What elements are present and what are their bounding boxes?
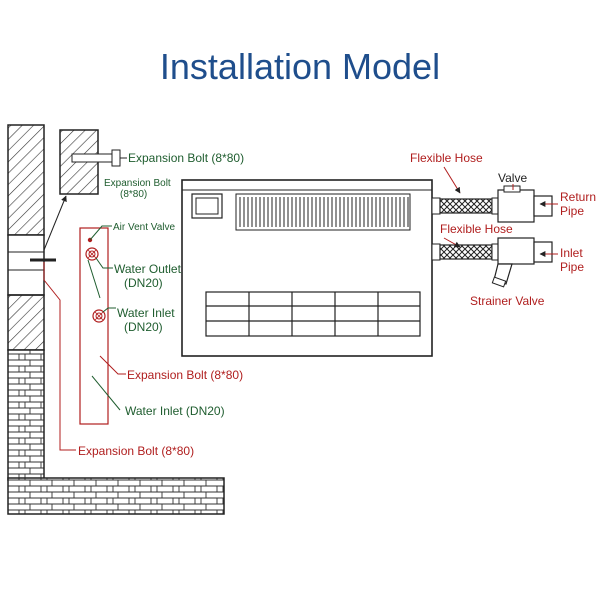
top-vent-slots bbox=[239, 197, 409, 227]
label-water-inlet-bottom: Water Inlet (DN20) bbox=[125, 404, 225, 418]
label-water-outlet-size: (DN20) bbox=[124, 276, 163, 290]
water-inlet-fitting bbox=[92, 309, 106, 323]
label-inlet-pipe: Inlet bbox=[560, 246, 583, 260]
label-expansion-bolt-small-size: (8*80) bbox=[120, 189, 147, 200]
bolt-detail bbox=[59, 129, 127, 195]
label-valve: Valve bbox=[498, 171, 527, 185]
pipe-bracket bbox=[79, 227, 109, 425]
label-expansion-bolt-mid: Expansion Bolt (8*80) bbox=[127, 368, 243, 382]
label-return-pipe-2: Pipe bbox=[560, 204, 584, 218]
fan-coil-unit bbox=[181, 179, 433, 357]
label-water-outlet: Water Outlet bbox=[114, 262, 182, 276]
label-flexible-hose-top: Flexible Hose bbox=[410, 151, 483, 165]
leader-mid-bolt bbox=[99, 355, 126, 375]
floor bbox=[7, 477, 225, 515]
label-water-inlet-size: (DN20) bbox=[124, 320, 163, 334]
arrow-flex-hose-top bbox=[443, 166, 461, 194]
detail-arrow bbox=[43, 195, 67, 251]
label-water-inlet: Water Inlet bbox=[117, 306, 175, 320]
label-strainer-valve: Strainer Valve bbox=[470, 294, 545, 308]
label-air-vent-valve: Air Vent Valve bbox=[113, 222, 176, 233]
return-assembly bbox=[431, 185, 553, 223]
label-inlet-pipe-2: Pipe bbox=[560, 260, 584, 274]
label-return-pipe: Return bbox=[560, 190, 596, 204]
label-flexible-hose-bottom: Flexible Hose bbox=[440, 222, 513, 236]
green-leaders bbox=[87, 225, 121, 411]
label-expansion-bolt-top: Expansion Bolt (8*80) bbox=[128, 151, 244, 165]
wall bbox=[7, 124, 45, 481]
label-expansion-bolt-small: Expansion Bolt bbox=[104, 178, 171, 189]
label-expansion-bolt-bottom: Expansion Bolt (8*80) bbox=[78, 444, 194, 458]
inlet-assembly bbox=[431, 237, 553, 288]
page-title: Installation Model bbox=[159, 46, 441, 87]
water-outlet-fitting bbox=[85, 247, 99, 261]
leader-bottom-bolt bbox=[43, 262, 76, 451]
arrow-flex-hose-bottom bbox=[443, 237, 461, 248]
